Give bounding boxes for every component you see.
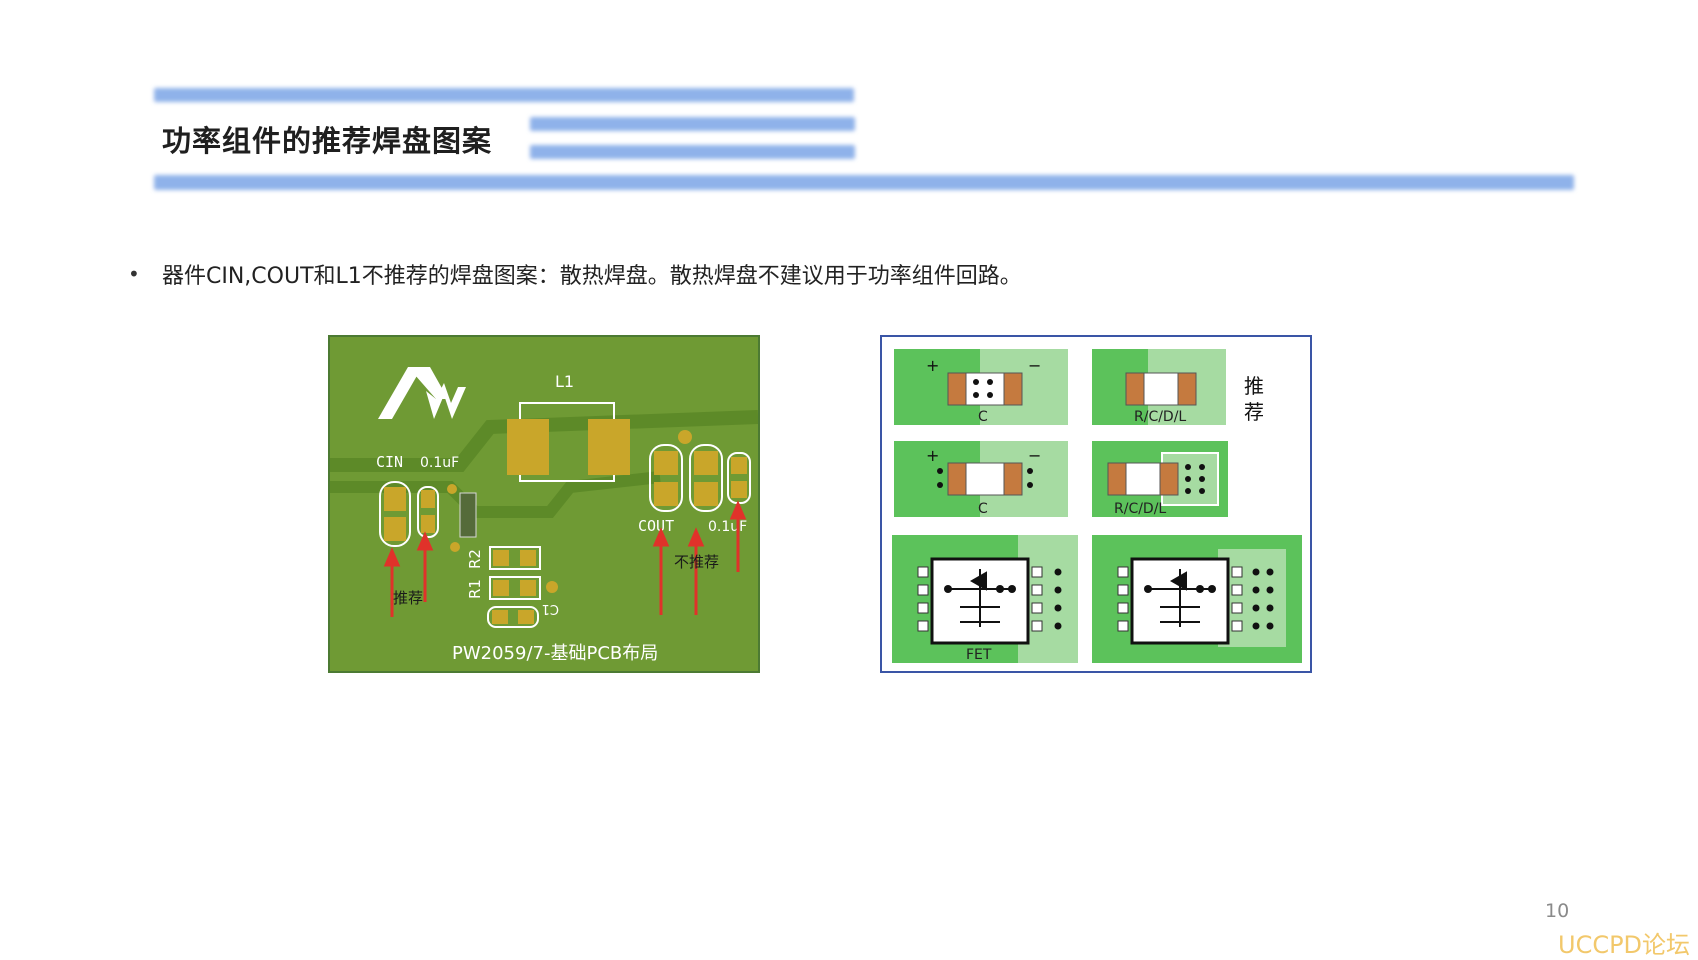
cout-cap-label: 0.1uF <box>708 519 747 535</box>
plus-sign: + <box>926 446 939 465</box>
slide-title: 功率组件的推荐焊盘图案 <box>162 124 493 158</box>
pcb-layout-drawing: L1 CIN 0.1uF R2 R1 C1 <box>330 367 758 664</box>
page-number: 10 <box>1545 900 1570 922</box>
l1-label: L1 <box>555 372 574 391</box>
recommended-label: 推荐 <box>393 589 423 607</box>
minus-sign: − <box>1028 446 1041 465</box>
minus-sign: − <box>1028 356 1041 375</box>
brand-logo-icon <box>378 367 466 419</box>
pcb-layout-image: L1 CIN 0.1uF R2 R1 C1 <box>328 335 760 673</box>
c-label: C <box>978 409 988 425</box>
c1-label: C1 <box>542 601 559 616</box>
header-decoration-bar <box>530 117 855 131</box>
rcdl-label: R/C/D/L <box>1114 501 1166 517</box>
cout-label: COUT <box>638 517 674 535</box>
c-label: C <box>978 501 988 517</box>
recommended-side-label-2: 荐 <box>1244 400 1264 424</box>
fet-label: FET <box>966 647 992 663</box>
r1-label: R1 <box>466 579 484 599</box>
r2-label: R2 <box>466 549 484 569</box>
bullet-icon: • <box>128 262 140 286</box>
bullet-text: 器件CIN,COUT和L1不推荐的焊盘图案：散热焊盘。散热焊盘不建议用于功率组件… <box>162 264 1022 289</box>
watermark: UCCPD论坛 <box>1558 931 1691 959</box>
cin-label: CIN <box>376 453 403 471</box>
pad-pattern-image: + − C R/C/D/L 推 荐 + − C R/C/D/L <box>880 335 1312 673</box>
rcdl-label: R/C/D/L <box>1134 409 1186 425</box>
plus-sign: + <box>926 356 939 375</box>
pcb-caption: PW2059/7-基础PCB布局 <box>452 643 658 664</box>
header-decoration-bar <box>154 175 1574 190</box>
cin-cap-label: 0.1uF <box>420 455 459 471</box>
not-recommended-label: 不推荐 <box>674 553 719 571</box>
pad-pattern-drawing: + − C R/C/D/L 推 荐 + − C R/C/D/L <box>892 349 1302 663</box>
header-decoration-bar <box>154 88 854 102</box>
recommended-side-label-1: 推 <box>1244 374 1264 398</box>
header-decoration-bar <box>530 145 855 159</box>
